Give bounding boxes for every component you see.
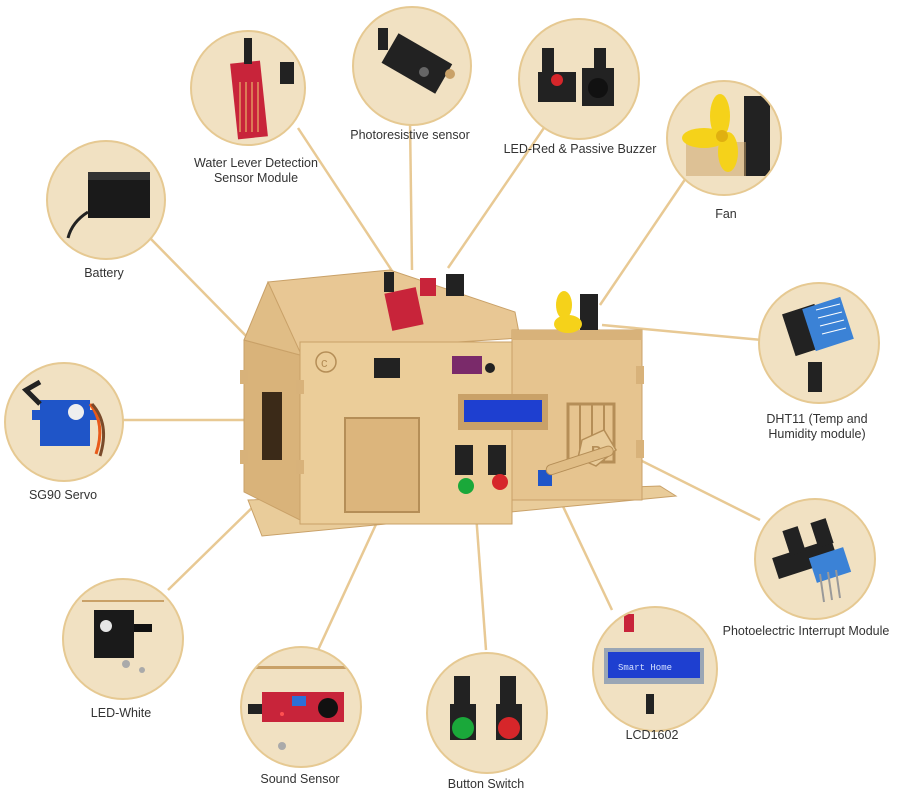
leader-line-button: [473, 499, 488, 651]
button-red: [492, 474, 508, 490]
bubble-button-switch: [426, 652, 548, 774]
leader-line-sound: [316, 519, 380, 651]
leader-line-lcd: [558, 499, 614, 611]
label-lcd1602: LCD1602: [625, 728, 679, 742]
bubble-dht11: [758, 282, 880, 404]
leader-line-water: [296, 127, 400, 281]
fan-blade-bottom: [554, 315, 582, 333]
lcd-screen: [464, 400, 542, 422]
roof-water-sensor: [384, 287, 424, 331]
pcb-module-2: [452, 356, 482, 374]
label-servo: SG90 Servo: [28, 488, 98, 502]
bubble-led-red-buzzer: [518, 18, 640, 140]
leader-line-photoresistive: [408, 119, 414, 271]
leader-line-battery: [149, 237, 251, 341]
bubble-servo: [4, 362, 124, 482]
roof-buzzer: [446, 274, 464, 296]
button-green: [458, 478, 474, 494]
gate-arm: [545, 445, 614, 476]
leader-line-led-red: [446, 121, 550, 269]
label-battery: Battery: [84, 266, 124, 280]
fan-blade-top: [556, 291, 572, 319]
label-water-sensor: Water Lever Detection Sensor Module: [194, 156, 318, 185]
roof-photoresistor: [384, 272, 394, 292]
fan-module: [580, 294, 598, 330]
label-button-switch: Button Switch: [447, 777, 525, 791]
right-top-edge: [512, 330, 642, 340]
leader-line-fan: [598, 174, 690, 306]
label-photoelectric: Photoelectric Interrupt Module: [722, 624, 890, 638]
side-window: [262, 392, 282, 460]
leader-line-led-white: [167, 499, 261, 591]
label-fan: Fan: [715, 207, 737, 221]
bubble-battery: [46, 140, 166, 260]
button-board-red: [488, 445, 506, 475]
bubble-lcd1602: Smart Home: [592, 606, 718, 732]
bubble-sound-sensor: [240, 646, 362, 768]
logo-c-circle: [315, 351, 337, 373]
label-dht11: DHT11 (Temp and Humidity module): [766, 412, 868, 441]
button-board-green: [455, 445, 473, 475]
label-led-white: LED-White: [90, 706, 152, 720]
bubble-water-sensor: [190, 30, 306, 146]
label-led-red-buzzer: LED-Red & Passive Buzzer: [503, 142, 657, 156]
pcb-module-1: [374, 358, 400, 378]
label-photoresistive: Photoresistive sensor: [350, 128, 470, 142]
door: [344, 417, 420, 513]
bubble-led-white: [62, 578, 184, 700]
bubble-photoresistive: [352, 6, 472, 126]
bubble-photoelectric: [754, 498, 876, 620]
roof-led-red: [420, 278, 436, 296]
bubble-fan: [666, 80, 782, 196]
logo-c: c: [321, 355, 328, 370]
lcd-text: Smart Home: [618, 663, 672, 673]
label-sound-sensor: Sound Sensor: [260, 772, 340, 786]
leader-line-dht11: [601, 323, 763, 342]
buzzer-small: [485, 363, 495, 373]
